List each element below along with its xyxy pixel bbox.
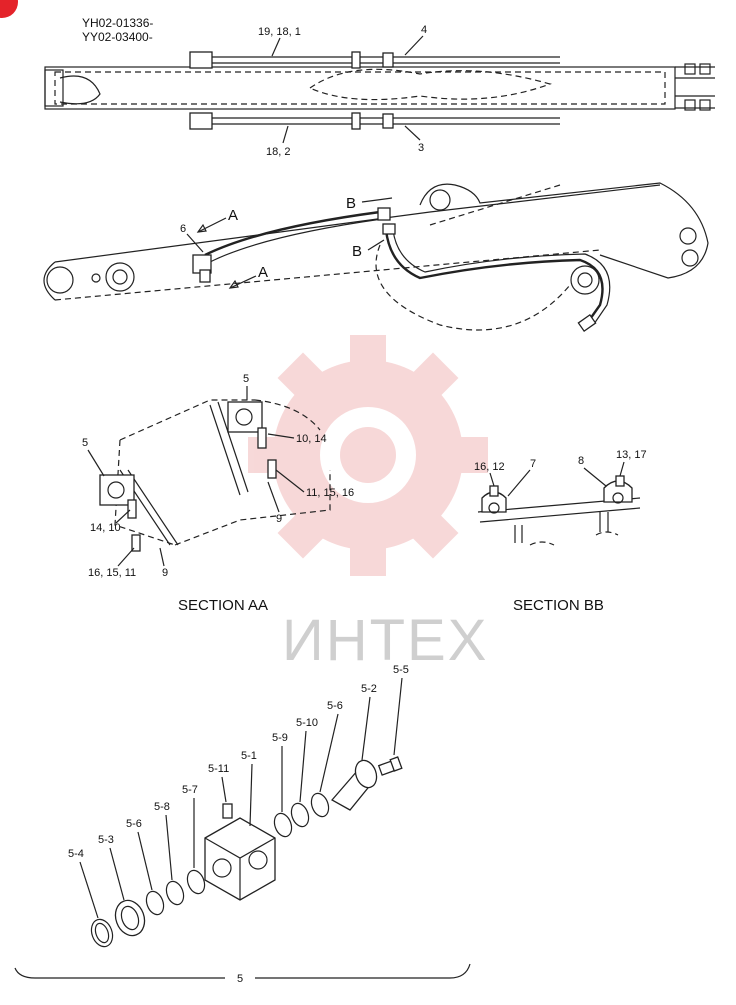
part-label: 5-1 [241,750,257,762]
label-section-a-top: A [228,207,238,224]
label-section-a-bottom: A [258,264,268,281]
part-label: 5-7 [182,784,198,796]
label-bb-right-bolt: 13, 17 [616,449,647,461]
watermark-text: ИНТЕХ [282,608,488,673]
label-lower-hose: 18, 2 [266,146,290,158]
part-label: 5-4 [68,848,84,860]
part-label: 5-10 [296,717,318,729]
label-aa-lower-bolt: 14, 10 [90,522,121,534]
label-aa-upper-block: 5 [243,373,249,385]
part-label: 5-8 [154,801,170,813]
assembly-brace-label: 5 [237,973,243,985]
part-label: 5-3 [98,834,114,846]
label-bb-left-clamp: 7 [530,458,536,470]
serial-number-2: YY02-03400- [82,30,153,44]
label-section-b-bottom: B [352,243,362,260]
exploded-view-part-labels: 5-4 5-3 5-6 5-8 5-7 5-11 5-1 5-9 5-10 5-… [68,664,409,919]
part-label: 5-6 [126,818,142,830]
label-aa-upper-bolt: 10, 14 [296,433,327,445]
label-lower-pipe: 3 [418,142,424,154]
top-view-hoses [189,51,560,130]
side-view-hose-route [192,207,611,333]
label-section-b-top: B [346,195,356,212]
label-aa-lower-nut: 16, 15, 11 [88,567,136,579]
label-upper-pipe: 4 [421,24,427,36]
exploded-view-parts [90,756,403,948]
watermark-gear-logo [248,335,488,576]
part-label: 5-2 [361,683,377,695]
section-bb-drawing [477,475,641,546]
label-aa-lower-block: 5 [82,437,88,449]
label-upper-hose: 19, 18, 1 [258,26,301,38]
section-aa-title: SECTION AA [178,597,268,614]
page-marker-badge [0,0,18,18]
part-label: 5-6 [327,700,343,712]
label-aa-upper-nut: 11, 15, 16 [306,487,354,499]
part-label: 5-11 [208,763,229,775]
part-label: 5-9 [272,732,288,744]
section-aa-drawing [99,399,331,552]
side-view-arm [43,182,709,331]
label-clamp-6: 6 [180,223,186,235]
part-label: 5-5 [393,664,409,676]
section-bb-title: SECTION BB [513,597,604,614]
serial-number-1: YH02-01336- [82,16,153,30]
label-aa-upper-bracket: 9 [276,513,282,525]
label-bb-right-clamp: 8 [578,455,584,467]
top-view-arm [44,63,715,111]
label-aa-lower-bracket: 9 [162,567,168,579]
label-bb-left-bolt: 16, 12 [474,461,505,473]
assembly-brace [14,963,471,979]
